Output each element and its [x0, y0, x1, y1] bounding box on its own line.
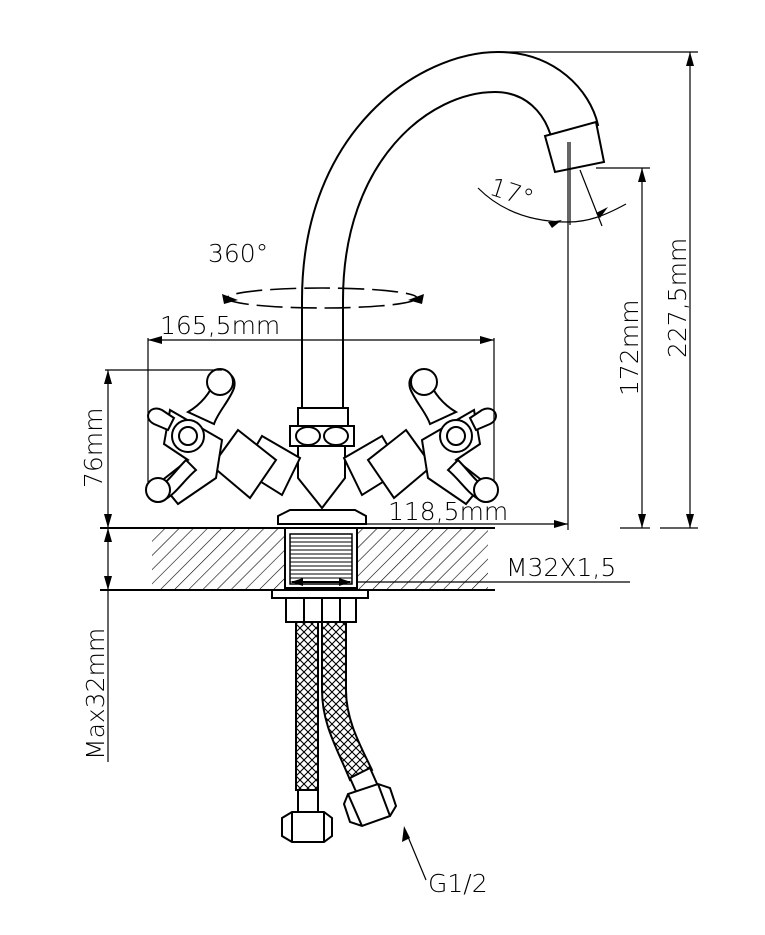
- total-height-dimension: [498, 51, 698, 529]
- rotation-indicator: [222, 287, 424, 309]
- handle-width-dimension: [147, 336, 495, 482]
- thread-label: M32X1,5: [506, 553, 616, 582]
- spout-height-label: 172mm: [615, 300, 644, 396]
- aerator: [543, 120, 606, 174]
- spout: [301, 50, 606, 413]
- max-counter-dimension: [104, 528, 112, 762]
- connector-label: G1/2: [428, 869, 488, 898]
- spout-reach-label: 118,5mm: [388, 497, 508, 526]
- under-counter-nut: [271, 589, 369, 623]
- spout-reach-dimension: [322, 142, 569, 530]
- base-height-dimension: [104, 369, 222, 528]
- connector-leader: [402, 826, 427, 881]
- max-counter-label: Max32mm: [81, 628, 110, 760]
- handle-width-label: 165,5mm: [160, 311, 280, 340]
- right-handle-icon: [408, 368, 499, 506]
- total-height-label: 227,5mm: [663, 238, 692, 358]
- spout-height-dimension: [596, 167, 650, 529]
- spout-angle-label: 17°: [486, 172, 537, 213]
- mounting-thread: [284, 527, 358, 589]
- base-height-label: 76mm: [79, 407, 108, 488]
- right-connector-nut-icon: [342, 766, 398, 828]
- rotation-label: 360°: [208, 239, 268, 268]
- left-connector-nut-icon: [281, 789, 333, 843]
- faucet-body: [277, 407, 367, 525]
- left-handle-icon: [145, 368, 236, 506]
- flex-hoses: [295, 621, 374, 791]
- spout-angle-indicator: [477, 142, 627, 228]
